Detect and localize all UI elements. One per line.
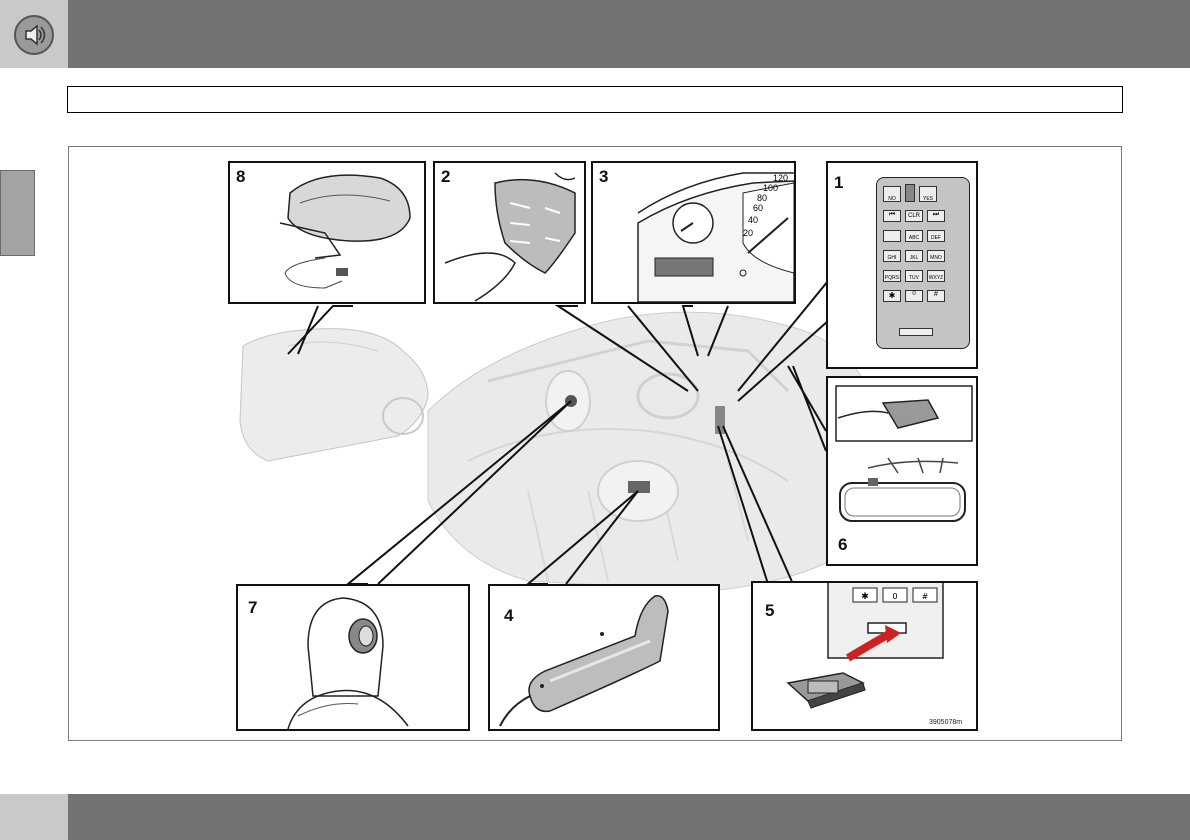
antenna-drawing	[230, 163, 424, 302]
panel-7-headrest-speaker: 7	[236, 584, 470, 731]
key-pqrs: PQRS	[883, 270, 901, 282]
keypad-body: NO YES ⏮ CLR ⏭ ABC DEF GHI JKL MNO PQRS …	[876, 177, 970, 349]
key-tuv: TUV	[905, 270, 923, 282]
speedo-tick: 20	[743, 228, 753, 238]
key-yes: YES	[919, 186, 937, 202]
speaker-icon	[19, 20, 49, 50]
panel-4-handset: 4	[488, 584, 720, 731]
key-1	[883, 230, 901, 242]
footer-corner	[0, 794, 68, 840]
chapter-tab[interactable]	[0, 170, 35, 256]
panel-3-instrument-display: 3 120 100 80 60 40 20	[591, 161, 796, 304]
key-clr: CLR	[905, 210, 923, 222]
image-code: 3905078m	[929, 719, 962, 726]
header-corner	[0, 0, 68, 68]
key-no: NO	[883, 186, 901, 202]
key-next: ⏭	[927, 210, 945, 222]
svg-text:#: #	[922, 592, 929, 601]
speedo-tick: 80	[757, 193, 767, 203]
panel-number: 1	[834, 173, 843, 193]
key-hash: #	[927, 290, 945, 302]
key-abc: ABC	[905, 230, 923, 242]
panel-8-roof-antenna: 8	[228, 161, 426, 304]
key-mno: MNO	[927, 250, 945, 262]
speedo-tick: 60	[753, 203, 763, 213]
key-zero: 0	[905, 290, 923, 302]
key-def: DEF	[927, 230, 945, 242]
speedo-tick: 40	[748, 215, 758, 225]
panel-6-mirror-microphone: 6	[826, 376, 978, 566]
header-bar	[68, 0, 1190, 68]
headrest-drawing	[238, 586, 468, 729]
key-ghi: GHI	[883, 250, 901, 262]
panel-1-center-keypad: 1 NO YES ⏮ CLR ⏭ ABC DEF GHI JKL MNO PQR…	[826, 161, 978, 369]
svg-text:✱: ✱	[861, 592, 869, 602]
key-prev: ⏮	[883, 210, 901, 222]
sim-holder-drawing: ✱ 0 #	[753, 583, 976, 729]
panel-2-steering-wheel-keypad: 2	[433, 161, 586, 304]
speedo-tick: 100	[763, 183, 778, 193]
key-wxyz: WXYZ	[927, 270, 945, 282]
steering-keypad-drawing	[435, 163, 584, 302]
key-star: ✱	[883, 290, 901, 302]
speaker-button[interactable]	[14, 15, 54, 55]
key-center	[905, 184, 915, 202]
handset-drawing	[490, 586, 718, 729]
speedo-tick: 120	[773, 173, 788, 183]
footer-bar	[68, 794, 1190, 840]
phone-system-figure: 8 2 3	[228, 161, 978, 731]
svg-text:0: 0	[892, 592, 897, 601]
mirror-microphone-drawing	[828, 378, 976, 564]
key-jkl: JKL	[905, 250, 923, 262]
card-slot	[899, 328, 933, 336]
panel-5-sim-holder: 5 ✱ 0 # 3905078m	[751, 581, 978, 731]
section-title-box	[67, 86, 1123, 113]
